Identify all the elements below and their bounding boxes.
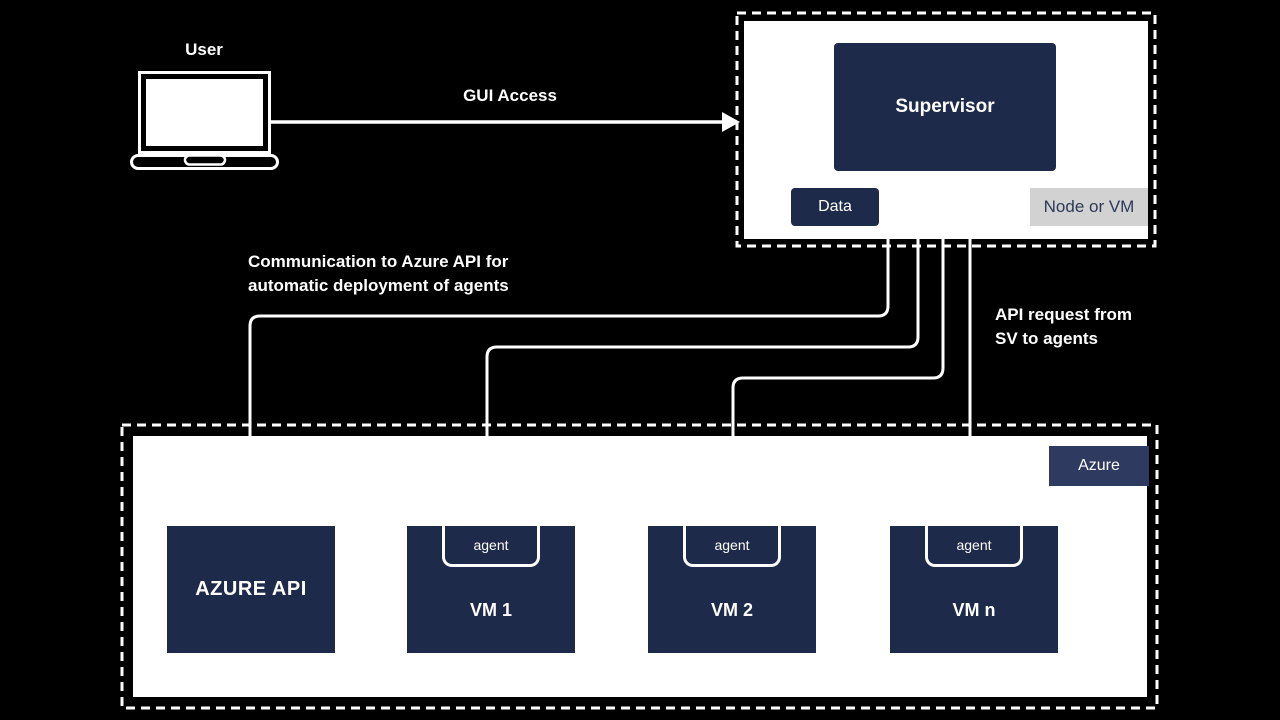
deploy-annotation: Communication to Azure API for automatic… xyxy=(248,250,509,298)
data-legend-box: Data xyxy=(791,188,879,226)
laptop-notch xyxy=(183,154,227,166)
connector-lines xyxy=(248,238,972,445)
gui-access-arrow xyxy=(271,112,740,132)
vm2-label: VM 2 xyxy=(710,599,753,620)
vmn-label: VM n xyxy=(952,599,996,620)
vm2-agent-tab: agent xyxy=(683,526,781,567)
connector-line-azure-api xyxy=(248,238,890,445)
vm1-agent-tab: agent xyxy=(442,526,540,567)
supervisor-box: Supervisor xyxy=(834,43,1056,171)
user-label: User xyxy=(185,40,223,59)
vm1-label: VM 1 xyxy=(469,599,512,620)
connector-line-vm2 xyxy=(731,238,945,445)
vmn-box: agent VM n xyxy=(890,526,1058,653)
api-request-annotation-line2: SV to agents xyxy=(995,329,1098,348)
deploy-annotation-line1: Communication to Azure API for xyxy=(248,252,509,271)
deploy-annotation-line2: automatic deployment of agents xyxy=(248,276,509,295)
node-or-vm-legend-box: Node or VM xyxy=(1030,188,1148,226)
azure-container-dashed-border xyxy=(120,423,1159,710)
vm1-box: agent VM 1 xyxy=(407,526,575,653)
gui-access-label: GUI Access xyxy=(463,86,557,105)
laptop-icon xyxy=(130,71,279,170)
connector-line-vm1 xyxy=(485,238,920,445)
azure-api-box: AZURE API xyxy=(167,526,335,653)
vmn-agent-tab: agent xyxy=(925,526,1023,567)
azure-tag: Azure xyxy=(1049,446,1149,486)
arrowhead-icon xyxy=(722,112,740,132)
api-request-annotation-line1: API request from xyxy=(995,305,1132,324)
api-request-annotation: API request from SV to agents xyxy=(995,303,1132,351)
vm2-box: agent VM 2 xyxy=(648,526,816,653)
supervisor-container-dashed-border xyxy=(735,11,1157,248)
